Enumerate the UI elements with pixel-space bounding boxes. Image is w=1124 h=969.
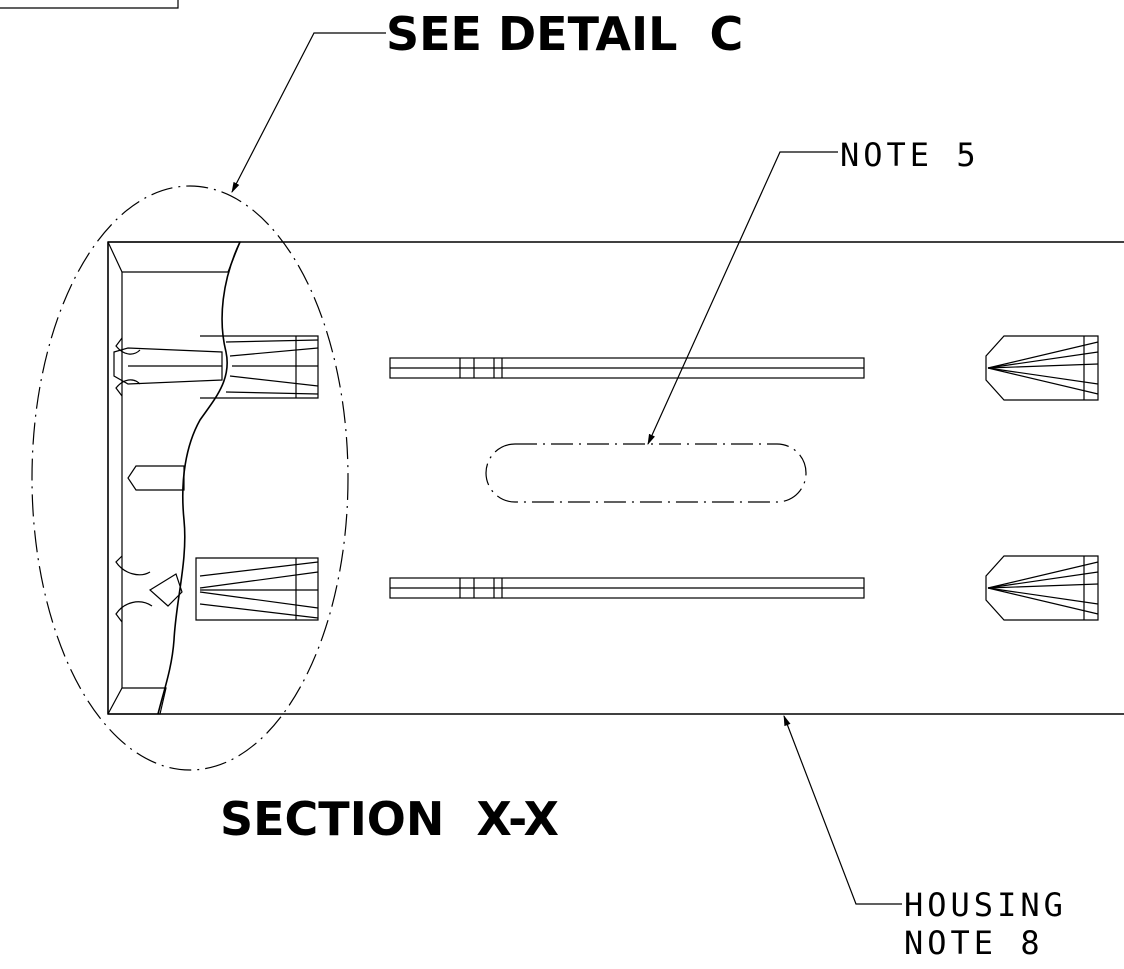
housing-label: HOUSING xyxy=(904,886,1067,924)
note5-leader xyxy=(647,151,838,445)
frame-corner xyxy=(0,0,179,9)
housing-outline xyxy=(107,241,1124,715)
housing-note8-label: NOTE 8 xyxy=(904,924,1044,962)
upper-right-socket xyxy=(985,335,1099,401)
detail-c-label: SEE DETAIL C xyxy=(386,7,743,61)
break-line xyxy=(157,241,241,715)
detail-c-circle xyxy=(31,185,349,771)
lower-blade xyxy=(389,577,865,599)
housing-leader xyxy=(783,714,902,905)
phantom-slot xyxy=(485,443,807,503)
section-title: SECTION X-X xyxy=(220,792,559,846)
lower-left-contact xyxy=(115,555,319,623)
lower-right-socket xyxy=(985,555,1099,621)
note5-label: NOTE 5 xyxy=(840,136,980,174)
upper-left-contact xyxy=(115,335,319,399)
detail-c-leader xyxy=(231,32,386,193)
upper-blade xyxy=(389,357,865,379)
